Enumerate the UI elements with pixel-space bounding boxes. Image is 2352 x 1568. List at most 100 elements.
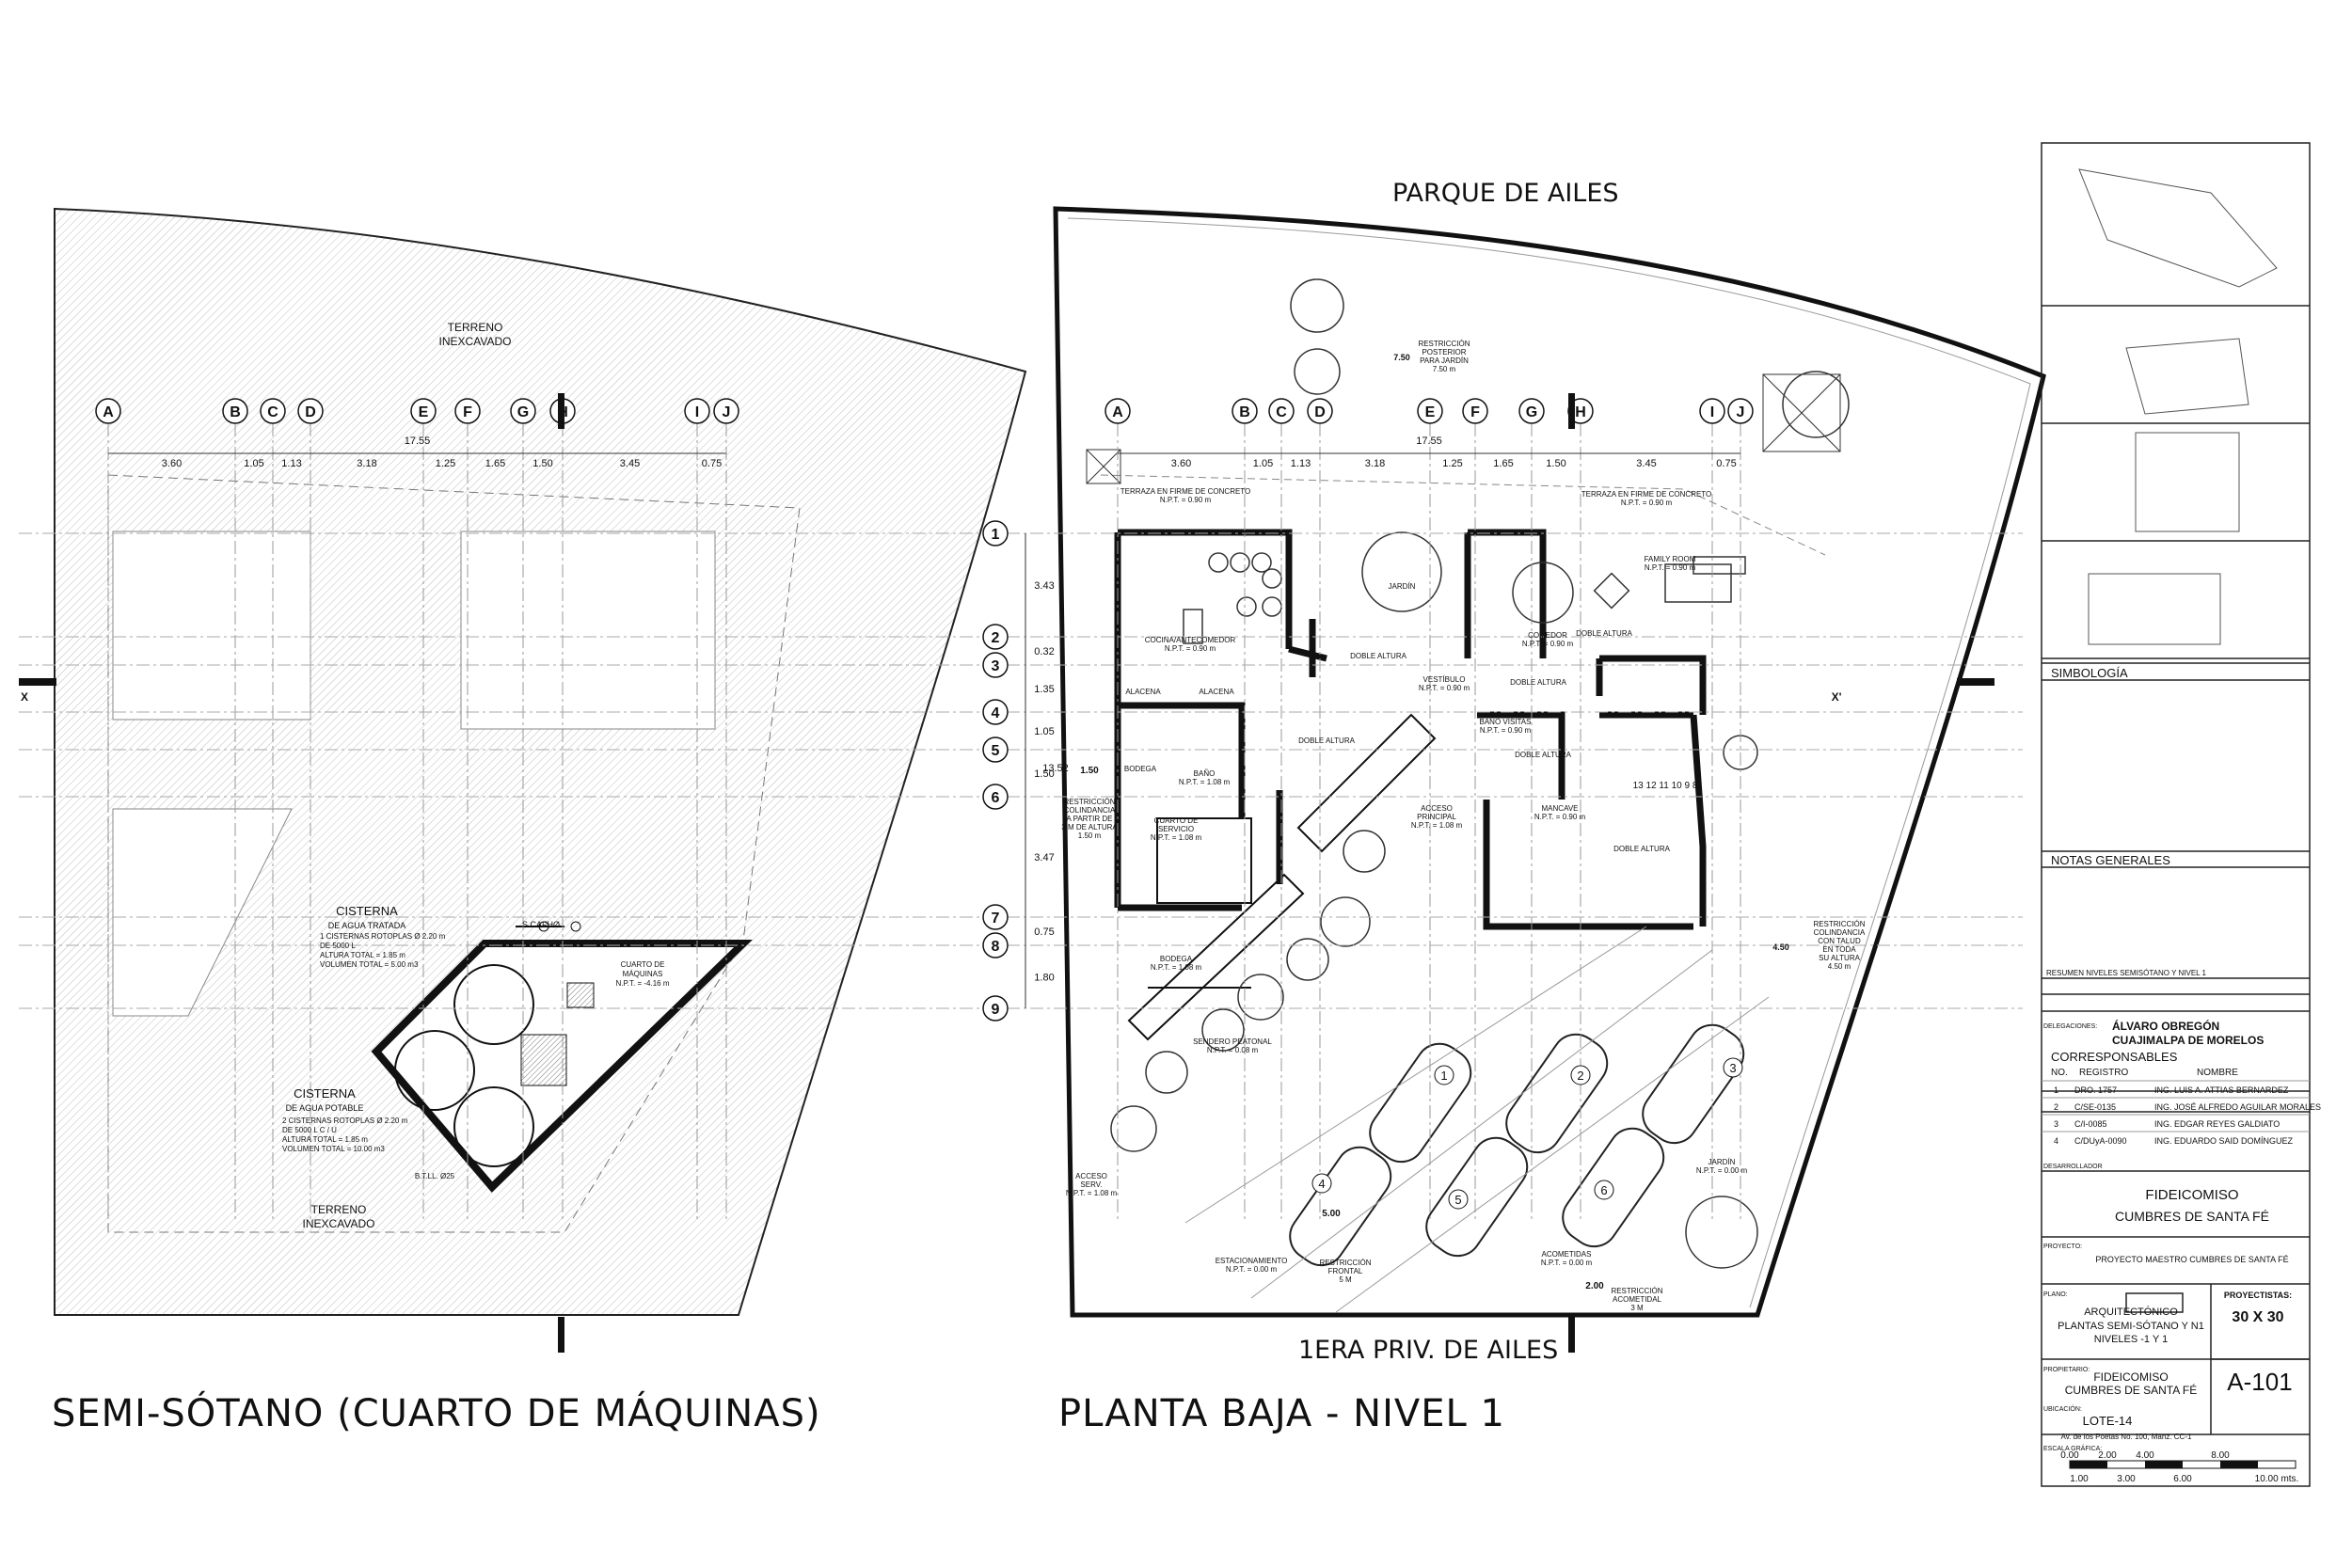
- right-dim-2: 1.13: [1291, 458, 1311, 469]
- cuarto-servicio-1: SERVICIO: [1158, 825, 1194, 833]
- left-col-label-D: D: [305, 404, 316, 420]
- restriccion-posterior-0: RESTRICCIÓN: [1418, 340, 1470, 348]
- acceso-principal-1: PRINCIPAL: [1417, 813, 1456, 821]
- delegacion-1: ÁLVARO OBREGÓN: [2112, 1019, 2219, 1033]
- cisterna1-line-3: VOLUMEN TOTAL = 5.00 m3: [320, 960, 419, 969]
- desarrollador-1: FIDEICOMISO: [2145, 1187, 2238, 1203]
- right-dim-0: 3.60: [1171, 458, 1191, 469]
- bano-visitas-1: N.P.T. = 0.90 m: [1480, 726, 1532, 735]
- cisterna1-sub: DE AGUA TRATADA: [328, 921, 406, 930]
- restriccion-colindancia-l-3: 3 M DE ALTURA: [1061, 823, 1118, 832]
- semi-sotano-plan: [54, 207, 1027, 1316]
- parking-bubble-5: [1448, 1189, 1469, 1210]
- cisterna2-title: CISTERNA: [294, 1086, 356, 1101]
- tbl-row-registro-2: C/I-0085: [2074, 1119, 2107, 1129]
- right-col-label-B: B: [1239, 404, 1250, 420]
- site-boundary: [1053, 206, 2046, 1318]
- left-col-bubble-E: [410, 398, 437, 424]
- right-col-bubble-D: [1307, 398, 1333, 424]
- pump-equipment-1: [566, 982, 595, 1008]
- section-mark-bottom-left: [558, 1317, 564, 1353]
- scale-top-1: 2.00: [2098, 1450, 2117, 1461]
- restriccion-acometida-2: 3 M: [1630, 1304, 1644, 1312]
- proyectistas-label: PROYECTISTAS:: [2224, 1291, 2292, 1300]
- left-col-bubble-G: [510, 398, 536, 424]
- restriccion-colindancia-l-0: RESTRICCIÓN: [1063, 798, 1115, 806]
- row-bubble-7: [982, 904, 1009, 930]
- dim-500: 5.00: [1322, 1209, 1341, 1219]
- restriccion-colindancia-l-2: A PARTIR DE: [1066, 815, 1112, 823]
- restriccion-acometida-0: RESTRICCIÓN: [1611, 1287, 1662, 1295]
- family-room-0: FAMILY ROOM: [1645, 555, 1696, 563]
- terreno-bottom-1: INEXCAVADO: [303, 1217, 375, 1230]
- tbl-row-nombre-2: ING. EDGAR REYES GALDIATO: [2154, 1119, 2280, 1129]
- grid-layer: [19, 393, 2310, 1353]
- left-dim-6: 1.50: [532, 458, 552, 469]
- mancave-0: MANCAVE: [1542, 804, 1579, 813]
- left-dim-5: 1.65: [485, 458, 505, 469]
- row-dim-1: 0.32: [1034, 646, 1054, 657]
- key-plan-thumbnails: [2078, 168, 2278, 645]
- tbl-row-nombre-1: ING. JOSÉ ALFREDO AGUILAR MORALES: [2154, 1102, 2321, 1112]
- bottom-street-label: 1ERA PRIV. DE AILES: [1298, 1336, 1559, 1365]
- left-col-label-I: I: [695, 404, 699, 420]
- section-mark-top-right: [1568, 393, 1575, 429]
- tbl-row-no-3: 4: [2054, 1136, 2058, 1146]
- scale-bottom-0: 1.00: [2070, 1474, 2089, 1484]
- section-mark-right: [1957, 678, 1994, 686]
- cisterna2-sub: DE AGUA POTABLE: [286, 1103, 364, 1113]
- row-bubble-8: [982, 932, 1009, 958]
- left-dim-3: 3.18: [357, 458, 376, 469]
- pump-equipment-2: [520, 1034, 567, 1086]
- row-bubble-9: [982, 995, 1009, 1022]
- right-col-label-J: J: [1737, 404, 1745, 420]
- scale-top-2: 4.00: [2136, 1450, 2154, 1461]
- scale-top-3: 8.00: [2211, 1450, 2230, 1461]
- jardin-inf-0: JARDÍN: [1708, 1158, 1736, 1166]
- left-dim-0: 3.60: [162, 458, 182, 469]
- main-stair: [1156, 817, 1252, 904]
- restriccion-posterior-1: POSTERIOR: [1422, 348, 1466, 356]
- right-col-bubble-F: [1462, 398, 1488, 424]
- estacionamiento-0: ESTACIONAMIENTO: [1216, 1257, 1288, 1265]
- left-col-label-J: J: [723, 404, 731, 420]
- parking-number-4: 4: [1318, 1177, 1325, 1191]
- scale-bottom-1: 3.00: [2117, 1474, 2136, 1484]
- right-col-label-A: A: [1112, 404, 1123, 420]
- row-label-2: 2: [992, 630, 1000, 646]
- doble-altura-1: DOBLE ALTURA: [1576, 629, 1633, 638]
- acceso-serv-2: N.P.T. = 1.08 m: [1066, 1189, 1118, 1197]
- row-dim-4: 1.50: [1034, 768, 1054, 780]
- lote-label: LOTE-14: [2083, 1414, 2133, 1428]
- row-bubble-4: [982, 699, 1009, 725]
- ramp-stair: [1127, 873, 1305, 1041]
- cisterna1-line-1: DE 5000 L: [320, 942, 356, 950]
- row-label-9: 9: [992, 1002, 1000, 1018]
- section-mark-left: [19, 678, 56, 686]
- right-dim-1: 1.05: [1253, 458, 1273, 469]
- cuarto-servicio-0: CUARTO DE: [1154, 816, 1199, 825]
- proyecto-name: PROYECTO MAESTRO CUMBRES DE SANTA FÉ: [2095, 1255, 2288, 1264]
- row-label-8: 8: [992, 939, 1000, 955]
- left-col-label-E: E: [419, 404, 429, 420]
- bodega-2-1: N.P.T. = 1.08 m: [1151, 963, 1202, 972]
- right-dim-6: 1.50: [1546, 458, 1565, 469]
- left-col-label-G: G: [517, 404, 529, 420]
- row-label-1: 1: [992, 527, 1000, 543]
- cuarto-servicio-2: N.P.T. = 1.08 m: [1151, 833, 1202, 842]
- cisterna2-line-3: VOLUMEN TOTAL = 10.00 m3: [282, 1145, 385, 1153]
- propietario-2: CUMBRES DE SANTA FÉ: [2065, 1383, 2197, 1397]
- row-bubble-2: [982, 624, 1009, 650]
- right-col-label-G: G: [1526, 404, 1537, 420]
- left-col-label-C: C: [267, 404, 278, 420]
- notas-generales-label: NOTAS GENERALES: [2051, 853, 2170, 867]
- row-dim-5: 3.47: [1034, 852, 1054, 863]
- left-dim-8: 0.75: [702, 458, 722, 469]
- propietario-label: PROPIETARIO:: [2043, 1367, 2090, 1373]
- scale-bar: [2069, 1460, 2296, 1469]
- left-dim-total: 17.55: [405, 436, 431, 447]
- restriccion-colindancia-r-4: SU ALTURA: [1819, 954, 1861, 962]
- tbl-row-no-2: 3: [2054, 1119, 2058, 1129]
- row-label-4: 4: [992, 705, 1000, 721]
